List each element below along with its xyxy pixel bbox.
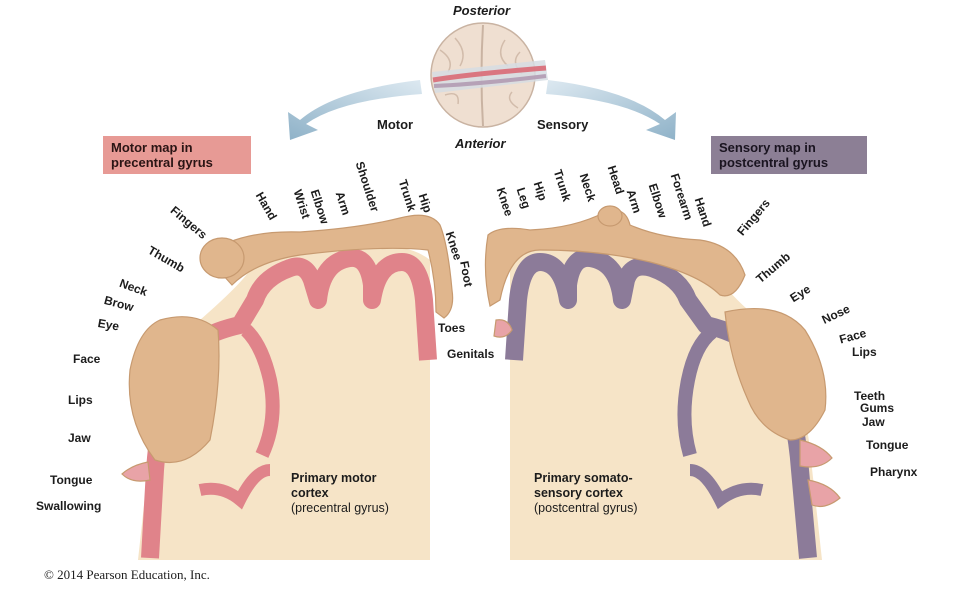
motor-part-label: Genitals bbox=[447, 347, 495, 361]
sensory-cortex-label-line1: Primary somato- bbox=[534, 471, 633, 485]
posterior-label: Posterior bbox=[453, 3, 511, 18]
arrow-to-sensory-icon bbox=[546, 80, 676, 140]
sensory-map-title: Sensory map in postcentral gyrus bbox=[711, 136, 867, 174]
motor-part-label: Swallowing bbox=[36, 499, 102, 513]
sensory-part-label: Pharynx bbox=[870, 465, 918, 479]
motor-cortex-label-line3: (precentral gyrus) bbox=[291, 501, 389, 515]
motor-cortex-label-line1: Primary motor bbox=[291, 471, 377, 485]
sensory-part-label: Teeth bbox=[854, 389, 886, 403]
arrow-to-motor-icon bbox=[288, 80, 422, 140]
sensory-part-label: Jaw bbox=[862, 415, 885, 429]
motor-cortex-label: Primary motor cortex (precentral gyrus) bbox=[291, 471, 389, 516]
motor-homunculus bbox=[121, 214, 454, 482]
motor-part-label: Eye bbox=[96, 316, 121, 334]
motor-cortex-label-line2: cortex bbox=[291, 486, 329, 500]
sensory-label: Sensory bbox=[537, 117, 589, 132]
sensory-cortex-label-line2: sensory cortex bbox=[534, 486, 623, 500]
sensory-cortex-label-line3: (postcentral gyrus) bbox=[534, 501, 638, 515]
sensory-part-label: Lips bbox=[852, 345, 877, 359]
motor-map-title-line1: Motor map in bbox=[111, 140, 193, 155]
motor-part-label: Tongue bbox=[50, 473, 93, 487]
motor-part-label: Face bbox=[73, 352, 101, 366]
sensory-cortex-label: Primary somato- sensory cortex (postcent… bbox=[534, 471, 638, 516]
motor-map-title: Motor map in precentral gyrus bbox=[103, 136, 251, 174]
motor-part-label: Jaw bbox=[68, 431, 91, 445]
motor-label: Motor bbox=[377, 117, 414, 132]
sensory-map-title-line2: postcentral gyrus bbox=[719, 155, 829, 170]
sensory-map-title-line1: Sensory map in bbox=[719, 140, 816, 155]
motor-map-title-line2: precentral gyrus bbox=[111, 155, 213, 170]
copyright-notice: © 2014 Pearson Education, Inc. bbox=[44, 567, 210, 582]
sensory-part-label: Gums bbox=[860, 401, 895, 415]
motor-part-label: Toes bbox=[438, 321, 466, 335]
sensory-part-label: Tongue bbox=[866, 438, 909, 452]
sensory-homunculus bbox=[484, 205, 841, 508]
brain-top-view bbox=[430, 22, 548, 128]
anterior-label: Anterior bbox=[455, 136, 506, 151]
motor-part-label: Lips bbox=[68, 393, 93, 407]
